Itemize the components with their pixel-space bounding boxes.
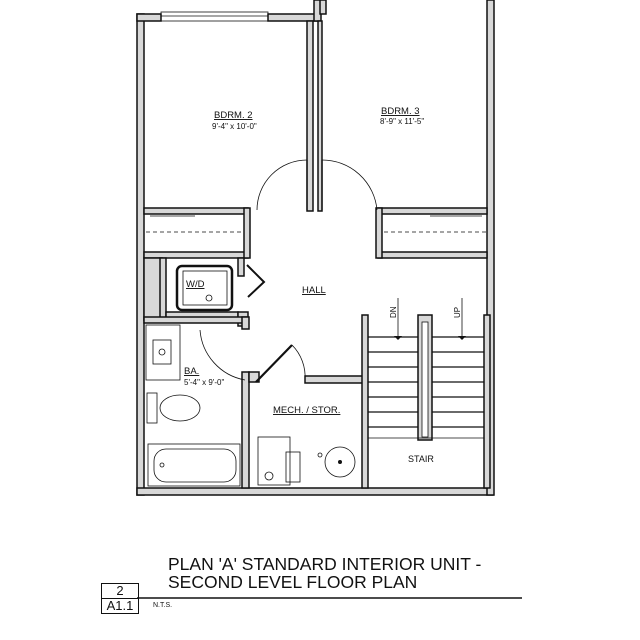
bath-walls: [143, 316, 250, 489]
bdrm3-label: BDRM. 3: [381, 106, 420, 117]
bdrm2-door[interactable]: [256, 159, 308, 211]
mech-label: MECH. / STOR.: [273, 405, 340, 416]
mech-walls: [248, 371, 366, 384]
washer-dryer: [175, 264, 234, 312]
bathtub: [147, 443, 241, 487]
bath-label: BA.: [184, 366, 199, 377]
bath-size: 5'-4" x 9'-0": [184, 378, 224, 387]
stair-label: STAIR: [408, 454, 434, 464]
hall-label: HALL: [302, 285, 326, 296]
bedroom-divider-wall-2: [317, 20, 323, 212]
window: [160, 11, 269, 22]
drawing-title-line1: PLAN 'A' STANDARD INTERIOR UNIT -: [168, 554, 482, 574]
bdrm2-closet: [143, 207, 251, 259]
scale-note: N.T.S.: [153, 602, 173, 609]
drawing-number: 2: [101, 583, 139, 599]
water-heater: [257, 436, 356, 486]
exterior-walls: [136, 0, 495, 496]
stair-up-label: UP: [453, 307, 462, 318]
bdrm3-size: 8'-9" x 11'-5": [380, 117, 424, 126]
mech-door[interactable]: [255, 344, 306, 383]
bdrm2-size: 9'-4" x 10'-0": [212, 122, 257, 131]
bdrm3-closet: [375, 207, 488, 259]
bath-door[interactable]: [199, 329, 246, 381]
drawing-title-line2: SECOND LEVEL FLOOR PLAN: [168, 572, 418, 592]
stair-down-label: DN: [389, 306, 398, 318]
vanity-sink: [145, 324, 181, 381]
toilet: [146, 392, 201, 424]
bedroom-divider-wall: [306, 20, 314, 212]
bdrm3-door[interactable]: [321, 159, 378, 211]
wd-closet: [165, 257, 266, 327]
wd-label: W/D: [186, 279, 205, 290]
stair: DN UP: [361, 298, 491, 489]
linen-wall: [159, 257, 167, 321]
sheet-number: A1.1: [101, 599, 139, 614]
stair-treads: [368, 336, 484, 428]
bdrm2-label: BDRM. 2: [214, 110, 253, 121]
